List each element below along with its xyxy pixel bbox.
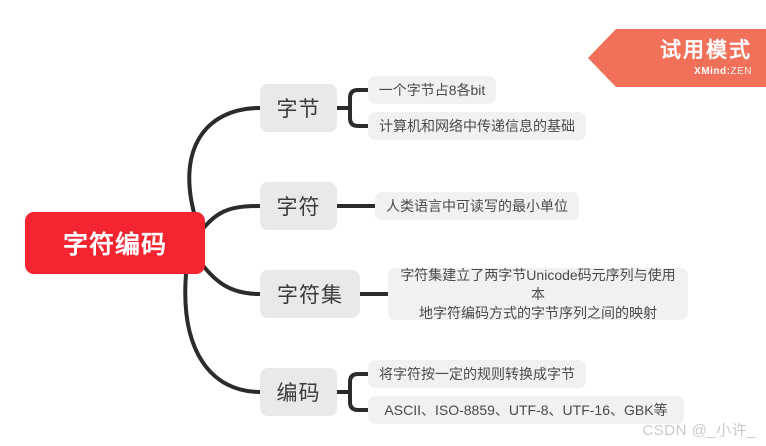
link-root-to-branch-2 [194,204,262,240]
trial-mode-banner: 试用模式 XMind:ZEN [588,29,766,87]
link-branch-4-bracket [348,372,370,412]
branch-node-3-label: 字符集 [277,284,343,307]
xmind-brand-separator: : [726,65,731,77]
leaf-node-3-1-label: 字符集建立了两字节Unicode码元序列与使用本 地字符编码方式的字节序列之间的… [400,266,676,321]
xmind-brand-bold: XMind [694,65,727,77]
xmind-brand-zen: ZEN [730,65,752,77]
leaf-node-1-1-label: 一个字节占8各bit [378,81,486,98]
trial-mode-title: 试用模式 [660,38,752,62]
branch-node-1[interactable]: 字节 [260,84,337,132]
branch-node-2[interactable]: 字符 [260,182,337,230]
leaf-node-4-1[interactable]: 将字符按一定的规则转换成字节 [368,360,586,388]
leaf-node-3-1[interactable]: 字符集建立了两字节Unicode码元序列与使用本 地字符编码方式的字节序列之间的… [388,266,688,321]
leaf-node-2-1-label: 人类语言中可读写的最小单位 [386,197,568,214]
link-root-to-branch-1 [187,106,262,222]
csdn-watermark: CSDN @_小许_ [642,422,756,439]
link-root-to-branch-3 [194,254,262,296]
leaf-node-4-2-label: ASCII、ISO-8859、UTF-8、UTF-16、GBK等 [384,401,668,418]
branch-node-2-label: 字符 [276,196,321,219]
leaf-node-4-1-label: 将字符按一定的规则转换成字节 [379,365,575,382]
branch-node-4-label: 编码 [276,382,321,405]
leaf-node-1-2-label: 计算机和网络中传递信息的基础 [379,117,575,134]
leaf-node-1-2[interactable]: 计算机和网络中传递信息的基础 [368,112,586,140]
root-node-label: 字符编码 [62,231,167,259]
link-branch-1-bracket [348,88,370,128]
leaf-node-4-2[interactable]: ASCII、ISO-8859、UTF-8、UTF-16、GBK等 [368,396,684,424]
link-root-to-branch-4 [183,272,262,394]
branch-node-1-label: 字节 [276,98,321,121]
root-node[interactable]: 字符编码 [25,212,205,274]
branch-node-4[interactable]: 编码 [260,368,337,416]
branch-node-3[interactable]: 字符集 [260,270,360,318]
leaf-node-1-1[interactable]: 一个字节占8各bit [368,76,496,104]
xmind-brand-label: XMind:ZEN [694,66,752,78]
leaf-node-2-1[interactable]: 人类语言中可读写的最小单位 [375,192,579,220]
